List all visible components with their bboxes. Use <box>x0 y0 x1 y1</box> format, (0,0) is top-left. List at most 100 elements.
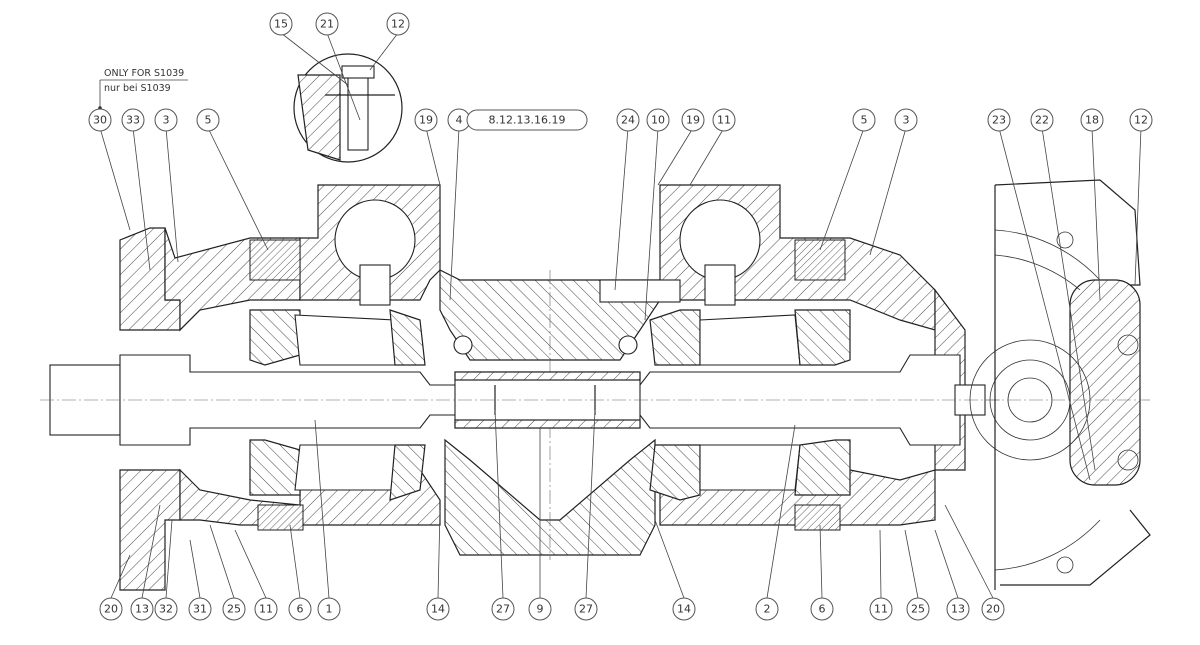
bottom-bubble-13: 13 <box>946 597 970 621</box>
detail-bubble-12: 12 <box>386 12 410 36</box>
detail-bubble-15: 15 <box>269 12 293 36</box>
part-number-label: 8.12.13.16.19 <box>489 114 566 127</box>
top-bubble-19: 19 <box>414 108 438 132</box>
part-number-label: 30 <box>93 114 107 127</box>
bubble-outline <box>99 597 123 621</box>
part-number-label: 11 <box>259 603 273 616</box>
part-number-label: 6 <box>297 603 304 616</box>
bottom-bubble-6: 6 <box>288 597 312 621</box>
part-number-label: 19 <box>419 114 433 127</box>
bubble-outline <box>491 597 515 621</box>
part-number-label: 13 <box>951 603 965 616</box>
bottom-bubble-2: 2 <box>755 597 779 621</box>
bubble-outline <box>254 597 278 621</box>
part-number-label: 3 <box>903 114 910 127</box>
side-view <box>969 179 1151 590</box>
bearings <box>249 309 851 501</box>
bubble-outline <box>1080 108 1104 132</box>
part-number-label: 22 <box>1035 114 1049 127</box>
top-bubble-12: 12 <box>1129 108 1153 132</box>
bubble-outline <box>386 12 410 36</box>
bubble-outline <box>269 12 293 36</box>
part-number-label: 5 <box>861 114 868 127</box>
top-bubble-23: 23 <box>987 108 1011 132</box>
bubble-outline <box>574 597 598 621</box>
top-bubble-24: 24 <box>616 108 640 132</box>
bubble-outline <box>317 597 341 621</box>
bubble-outline <box>681 108 705 132</box>
bottom-bubble-13: 13 <box>130 597 154 621</box>
part-number-label: 6 <box>819 603 826 616</box>
bubble-outline <box>88 108 112 132</box>
bottom-bubble-20: 20 <box>99 597 123 621</box>
part-number-label: 19 <box>686 114 700 127</box>
part-number-label: 5 <box>205 114 212 127</box>
bubble-outline <box>188 597 212 621</box>
bubble-outline <box>616 108 640 132</box>
part-number-label: 12 <box>1134 114 1148 127</box>
bottom-bubble-32: 32 <box>154 597 178 621</box>
part-number-label: 20 <box>104 603 118 616</box>
bubble-outline <box>712 108 736 132</box>
part-number-label: 10 <box>651 114 665 127</box>
bubble-outline <box>288 597 312 621</box>
top-bubble-5: 5 <box>196 108 220 132</box>
seals <box>249 239 846 531</box>
bubble-outline <box>987 108 1011 132</box>
bubble-outline <box>315 12 339 36</box>
bubble-outline <box>894 108 918 132</box>
bottom-bubble-25: 25 <box>222 597 246 621</box>
bubble-outline <box>414 108 438 132</box>
bottom-bubble-6: 6 <box>810 597 834 621</box>
part-number-label: 11 <box>717 114 731 127</box>
top-bubble-8-12-13-16-19: 8.12.13.16.19 <box>466 109 588 131</box>
top-bubble-11: 11 <box>712 108 736 132</box>
bottom-bubble-14: 14 <box>426 597 450 621</box>
note-line-2: nur bei S1039 <box>104 83 171 94</box>
bottom-bubble-9: 9 <box>528 597 552 621</box>
bubble-outline <box>1030 108 1054 132</box>
part-number-label: 32 <box>159 603 173 616</box>
top-bubble-5: 5 <box>852 108 876 132</box>
top-bubble-3: 3 <box>894 108 918 132</box>
part-number-label: 9 <box>537 603 544 616</box>
bubble-outline <box>646 108 670 132</box>
part-number-label: 12 <box>391 18 405 31</box>
bubble-outline <box>810 597 834 621</box>
part-number-label: 14 <box>431 603 445 616</box>
bubble-outline <box>672 597 696 621</box>
bubble-outline <box>154 108 178 132</box>
part-number-label: 1 <box>326 603 333 616</box>
top-bubble-3: 3 <box>154 108 178 132</box>
bubble-outline <box>906 597 930 621</box>
top-bubble-33: 33 <box>121 108 145 132</box>
bubble-outline <box>121 108 145 132</box>
top-bubble-30: 30 <box>88 108 112 132</box>
bottom-bubble-11: 11 <box>254 597 278 621</box>
bubble-outline <box>981 597 1005 621</box>
s1039-note: ONLY FOR S1039 nur bei S1039 <box>98 68 188 110</box>
part-number-label: 27 <box>579 603 593 616</box>
bubble-outline <box>426 597 450 621</box>
top-bubble-19: 19 <box>681 108 705 132</box>
bubble-outline <box>466 109 588 131</box>
shaft <box>40 354 1000 446</box>
ball-valves <box>334 199 761 355</box>
top-bubble-18: 18 <box>1080 108 1104 132</box>
part-number-label: 15 <box>274 18 288 31</box>
part-number-label: 13 <box>135 603 149 616</box>
bottom-bubble-25: 25 <box>906 597 930 621</box>
part-number-label: 24 <box>621 114 635 127</box>
leader-lines <box>99 32 1142 599</box>
bubble-outline <box>528 597 552 621</box>
part-number-label: 23 <box>992 114 1006 127</box>
bubble-outline <box>130 597 154 621</box>
top-bubble-10: 10 <box>646 108 670 132</box>
bottom-bubble-31: 31 <box>188 597 212 621</box>
bubble-outline <box>1129 108 1153 132</box>
part-number-label: 11 <box>874 603 888 616</box>
